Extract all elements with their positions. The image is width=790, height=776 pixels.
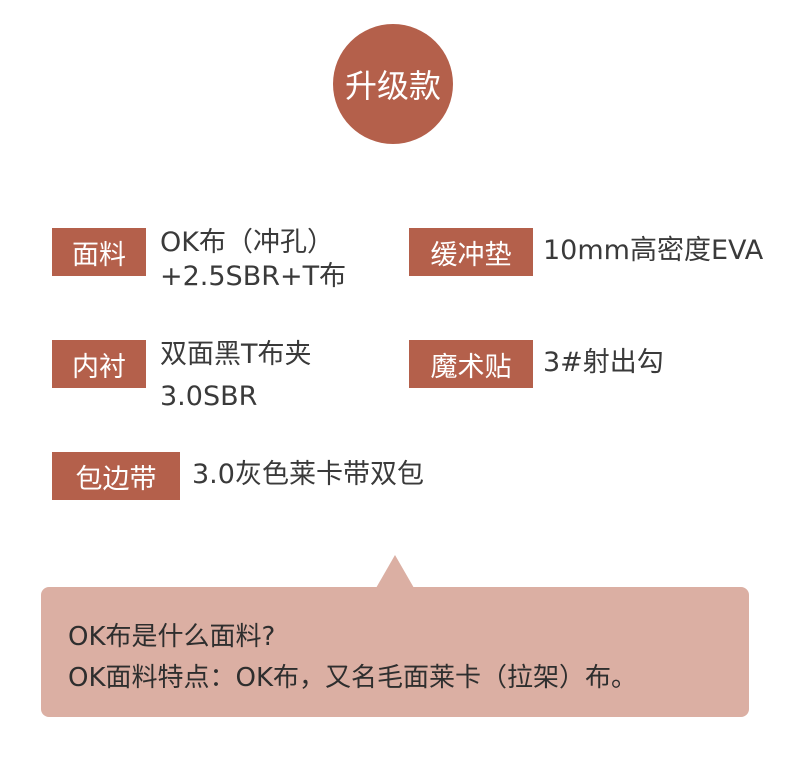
info-box-pointer [376, 555, 414, 588]
spec-label-cushion: 缓冲垫 [409, 228, 533, 276]
spec-value-fabric-line-2: +2.5SBR+T布 [160, 261, 347, 292]
spec-label-lining: 内衬 [52, 340, 146, 388]
spec-value-velcro-line-1: 3#射出勾 [543, 347, 664, 378]
spec-value-binding: 3.0灰色莱卡带双包 [192, 458, 424, 492]
info-answer: OK面料特点：OK布，又名毛面莱卡（拉架）布。 [68, 663, 638, 693]
spec-value-fabric-line-1: OK布（冲孔） [160, 227, 334, 258]
spec-value-binding-line-1: 3.0灰色莱卡带双包 [192, 459, 424, 490]
spec-value-fabric: OK布（冲孔） +2.5SBR+T布 [160, 226, 346, 294]
spec-label-binding: 包边带 [52, 452, 180, 500]
spec-value-lining: 双面黑T布夹 3.0SBR [160, 338, 312, 414]
spec-value-velcro: 3#射出勾 [543, 346, 664, 380]
upgrade-badge: 升级款 [333, 24, 453, 144]
info-question: OK布是什么面料? [68, 622, 276, 652]
spec-value-lining-line-1: 双面黑T布夹 [160, 339, 312, 370]
spec-label-velcro: 魔术贴 [409, 340, 533, 388]
spec-label-fabric: 面料 [52, 228, 146, 276]
spec-value-cushion: 10mm高密度EVA [543, 234, 763, 268]
info-box [41, 587, 749, 717]
spec-value-cushion-line-1: 10mm高密度EVA [543, 235, 764, 266]
spec-value-lining-line-2: 3.0SBR [160, 381, 258, 412]
